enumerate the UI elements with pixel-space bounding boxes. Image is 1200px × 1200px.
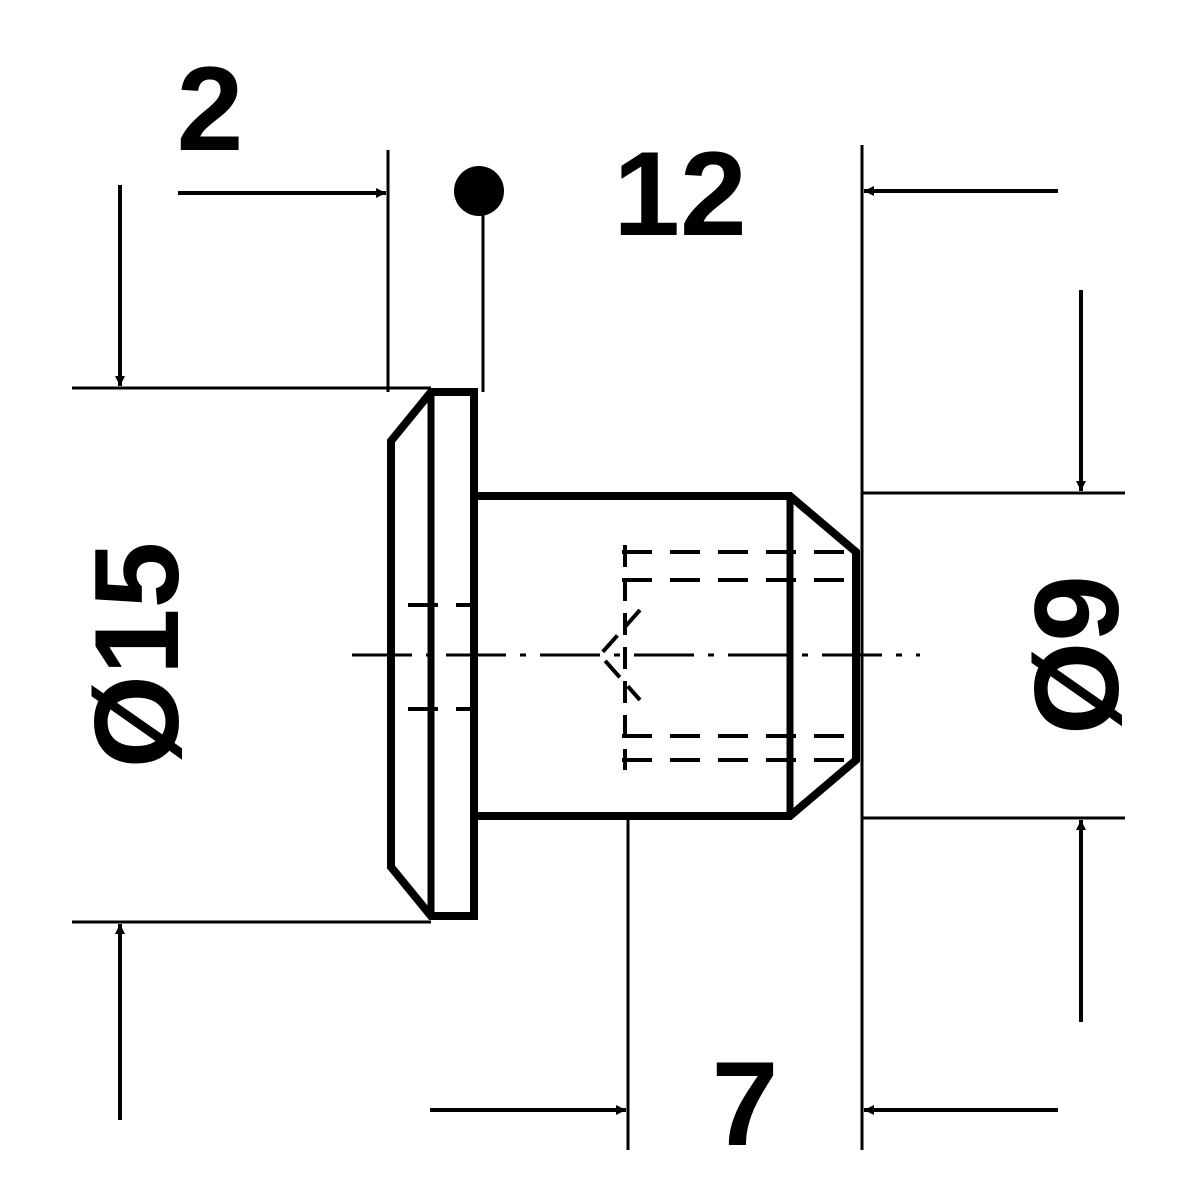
hidden-drill-point <box>597 545 642 770</box>
dim-flange-thickness: 2 <box>177 42 244 176</box>
dim-flange-diameter: Ø15 <box>70 542 204 769</box>
dimension-arrows <box>115 185 1086 1120</box>
dim-thread-length: 7 <box>712 1037 779 1171</box>
extension-lines <box>72 145 1125 1150</box>
dim-shank-diameter: Ø9 <box>1010 575 1144 735</box>
reference-dot <box>454 166 504 216</box>
dim-total-length: 12 <box>613 127 746 261</box>
hidden-thread-lines <box>408 550 856 762</box>
